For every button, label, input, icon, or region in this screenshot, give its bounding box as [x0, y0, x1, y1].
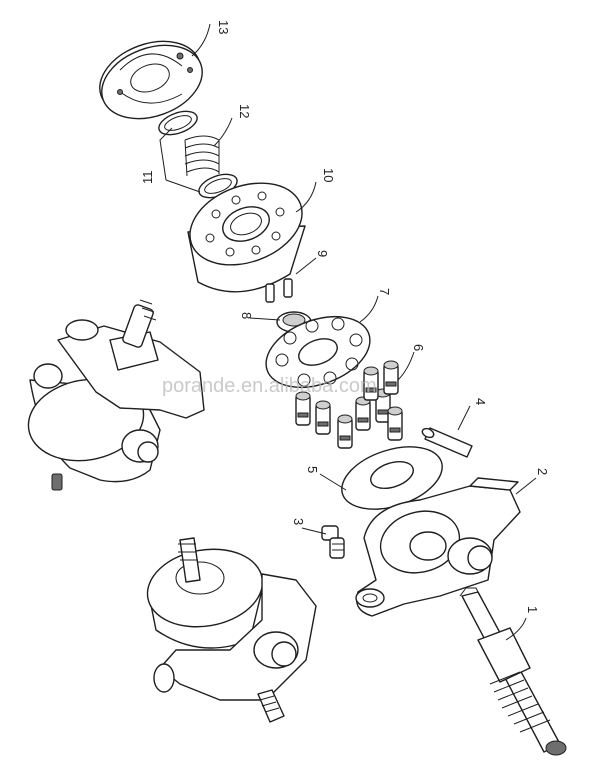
- callout-1: 1: [525, 606, 540, 613]
- callout-9: 9: [315, 250, 330, 257]
- part-3-fitting: [321, 525, 345, 559]
- watermark-text: porande.en.alibaba.com: [162, 375, 377, 397]
- callout-4: 4: [473, 398, 488, 405]
- part-7-retainer-plate: [265, 316, 371, 388]
- callout-11: 11: [140, 171, 155, 185]
- part-6-pistons: [295, 360, 403, 449]
- callout-7: 7: [377, 288, 392, 295]
- callouts: 13 12 11 10 9 8 7 6 5 4 3 2 1: [140, 20, 550, 613]
- callout-12: 12: [237, 104, 252, 118]
- callout-5: 5: [305, 466, 320, 473]
- callout-13: 13: [216, 20, 231, 34]
- part-9-pins: [265, 278, 293, 303]
- callout-10: 10: [321, 168, 336, 182]
- leader-lines: [159, 23, 537, 641]
- part-1-drive-shaft: [459, 587, 567, 756]
- part-2-housing: [355, 477, 521, 617]
- part-4-rod: [421, 427, 473, 458]
- callout-6: 6: [411, 344, 426, 351]
- assembled-pump-left: [27, 299, 205, 491]
- part-5-swash-plate: [341, 446, 443, 510]
- callout-3: 3: [291, 518, 306, 525]
- part-13-valve-plate: [99, 40, 203, 120]
- part-11-ring-upper: [158, 110, 198, 136]
- callout-2: 2: [535, 468, 550, 475]
- callout-8: 8: [239, 312, 254, 319]
- assembled-pump-bottom: [146, 537, 317, 723]
- part-12-spring: [184, 135, 220, 177]
- part-10-cylinder-block: [187, 182, 306, 293]
